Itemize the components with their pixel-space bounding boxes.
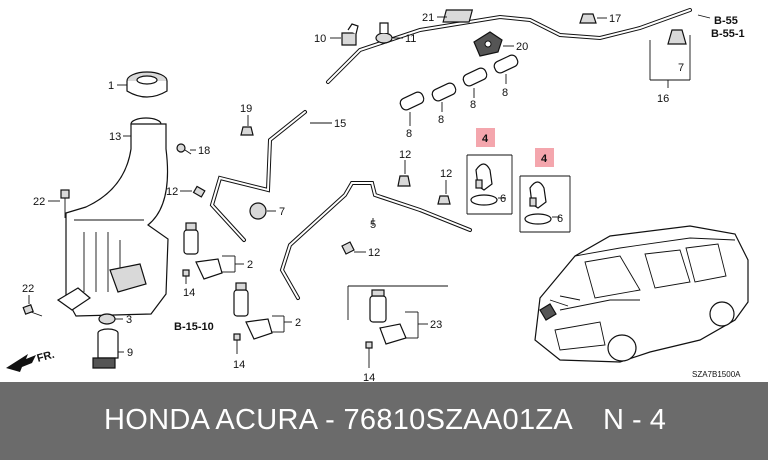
label-part-16: 16 bbox=[657, 93, 669, 105]
label-part-8-d: 8 bbox=[502, 87, 508, 99]
label-part-17: 17 bbox=[609, 13, 621, 25]
vehicle-illustration bbox=[534, 225, 749, 363]
front-marker-text: FR. bbox=[36, 349, 56, 365]
label-part-8-b: 8 bbox=[438, 114, 444, 126]
label-part-23: 23 bbox=[430, 319, 442, 331]
label-part-6-left: 6 bbox=[500, 193, 506, 205]
hose-16 bbox=[326, 8, 711, 88]
label-part-18: 18 bbox=[198, 145, 210, 157]
clip-11 bbox=[375, 22, 403, 44]
washer-pump-upper bbox=[182, 222, 244, 284]
ref-b-15-10: B-15-10 bbox=[174, 321, 214, 333]
clip-19 bbox=[240, 115, 254, 136]
label-part-20: 20 bbox=[516, 41, 528, 53]
label-part-13: 13 bbox=[109, 131, 121, 143]
clip-18 bbox=[176, 143, 196, 155]
label-part-9: 9 bbox=[127, 347, 133, 359]
label-part-14-right: 14 bbox=[363, 372, 375, 382]
hose-joints bbox=[399, 54, 519, 126]
washer-pump-lower bbox=[233, 282, 292, 354]
grommet bbox=[98, 313, 123, 325]
front-direction-arrow bbox=[6, 354, 36, 372]
label-part-8-a: 8 bbox=[406, 128, 412, 140]
label-part-21: 21 bbox=[422, 12, 434, 24]
label-part-11: 11 bbox=[405, 33, 416, 45]
label-part-2-lower: 2 bbox=[295, 317, 301, 329]
drawing-code: SZA7B1500A bbox=[692, 370, 741, 379]
bolt-upper bbox=[48, 189, 70, 218]
label-part-14-left: 14 bbox=[183, 287, 195, 299]
bolt-lower bbox=[22, 295, 43, 317]
label-part-4-left: 4 bbox=[482, 133, 489, 145]
washer-nozzle-right bbox=[519, 148, 571, 233]
label-part-3: 3 bbox=[126, 314, 132, 326]
level-sensor bbox=[92, 328, 124, 369]
label-part-1: 1 bbox=[108, 80, 114, 92]
ref-b-55-1: B-55-1 bbox=[711, 28, 745, 40]
clip-17 bbox=[579, 13, 607, 24]
label-part-5: 5 bbox=[370, 219, 376, 231]
label-part-6-right: 6 bbox=[557, 213, 563, 225]
clip-12-right bbox=[437, 180, 451, 205]
label-part-22-lower: 22 bbox=[22, 283, 34, 295]
label-part-22-upper: 22 bbox=[33, 196, 45, 208]
washer-parts-diagram: 1 13 18 19 12 22 22 3 9 15 7 2 14 2 14 5… bbox=[6, 8, 749, 382]
label-part-10: 10 bbox=[314, 33, 326, 45]
label-part-7-left: 7 bbox=[279, 206, 285, 218]
grommet-7-left bbox=[249, 202, 276, 220]
part-title: HONDA ACURA - 76810SZAA01ZA bbox=[104, 404, 574, 436]
washer-reservoir-tank bbox=[56, 117, 169, 317]
grommet-7-right bbox=[667, 29, 687, 45]
label-part-12-mid: 12 bbox=[368, 247, 380, 259]
label-part-12-upper-right: 12 bbox=[399, 149, 411, 161]
reservoir-cap bbox=[117, 71, 168, 98]
hose-15 bbox=[209, 110, 332, 242]
hose-5 bbox=[279, 181, 472, 300]
label-part-19: 19 bbox=[240, 103, 252, 115]
label-part-15: 15 bbox=[334, 118, 346, 130]
label-part-4-right: 4 bbox=[541, 153, 548, 165]
label-part-12-right: 12 bbox=[440, 168, 452, 180]
bracket-20 bbox=[473, 31, 514, 57]
washer-nozzle-left bbox=[466, 128, 513, 215]
diagram-position: N - 4 bbox=[603, 404, 666, 436]
pad-21 bbox=[437, 9, 474, 23]
footer-bar: HONDA ACURA - 76810SZAA01ZA N - 4 bbox=[0, 382, 768, 460]
clip-12-mid bbox=[341, 241, 366, 255]
rear-washer-pump bbox=[347, 285, 448, 368]
label-part-8-c: 8 bbox=[470, 99, 476, 111]
label-part-7-right: 7 bbox=[678, 62, 684, 74]
ref-b-55: B-55 bbox=[714, 15, 738, 27]
clip-12-upper-right bbox=[397, 160, 411, 187]
clip-12-left bbox=[180, 185, 206, 198]
label-part-14-mid: 14 bbox=[233, 359, 245, 371]
label-part-12-left: 12 bbox=[166, 186, 178, 198]
clip-10 bbox=[330, 23, 359, 46]
label-part-2-upper: 2 bbox=[247, 259, 253, 271]
